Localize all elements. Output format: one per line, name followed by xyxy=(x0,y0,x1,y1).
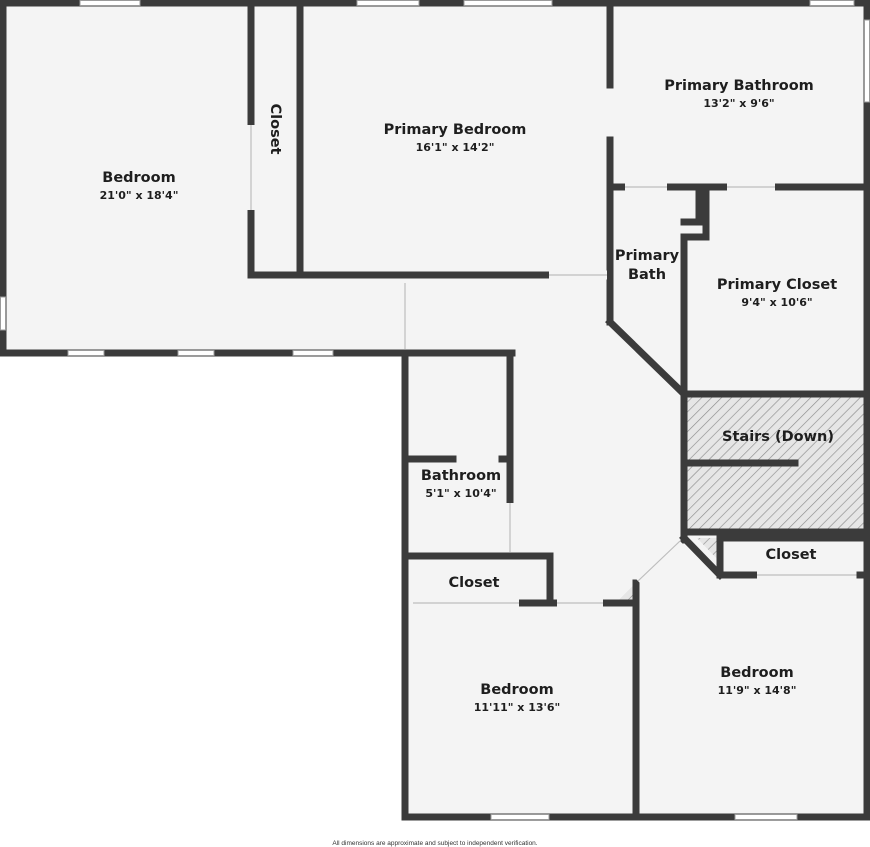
room-name-line1: Primary xyxy=(615,248,680,264)
disclaimer-text: All dimensions are approximate and subje… xyxy=(332,840,537,847)
room-dimensions: 21'0" x 18'4" xyxy=(100,189,179,202)
room-name-line2: Bath xyxy=(628,267,666,283)
room-primary-bath: Primary Bath xyxy=(615,248,680,283)
room-name: Closet xyxy=(766,547,817,563)
room-name: Bedroom xyxy=(720,665,793,681)
room-name: Closet xyxy=(449,575,500,591)
room-bedroom-bottom-center: Bedroom 11'11" x 13'6" xyxy=(474,682,561,714)
room-dimensions: 9'4" x 10'6" xyxy=(741,296,812,309)
room-primary-bedroom: Primary Bedroom 16'1" x 14'2" xyxy=(384,122,527,154)
room-closet-hall: Closet xyxy=(449,575,500,591)
room-closet-left: Closet xyxy=(267,104,283,155)
room-dimensions: 11'9" x 14'8" xyxy=(718,684,797,697)
room-dimensions: 13'2" x 9'6" xyxy=(703,97,774,110)
room-closet-right: Closet xyxy=(766,547,817,563)
stair-landing-triangle xyxy=(697,538,720,562)
windows xyxy=(0,0,870,820)
room-dimensions: 5'1" x 10'4" xyxy=(425,487,496,500)
room-dimensions: 16'1" x 14'2" xyxy=(416,141,495,154)
door-openings xyxy=(246,125,870,608)
floor-fills xyxy=(3,3,867,817)
room-name: Primary Bedroom xyxy=(384,122,527,138)
stair-corner-triangle xyxy=(616,583,636,603)
room-primary-closet: Primary Closet 9'4" x 10'6" xyxy=(717,277,837,309)
room-name: Stairs (Down) xyxy=(722,429,834,445)
room-primary-bathroom: Primary Bathroom 13'2" x 9'6" xyxy=(664,78,814,110)
room-name: Primary Closet xyxy=(717,277,837,293)
room-bathroom: Bathroom 5'1" x 10'4" xyxy=(421,468,501,500)
room-name: Bathroom xyxy=(421,468,501,484)
room-name: Bedroom xyxy=(102,170,175,186)
room-name: Bedroom xyxy=(480,682,553,698)
room-name: Primary Bathroom xyxy=(664,78,814,94)
room-bedroom-left: Bedroom 21'0" x 18'4" xyxy=(100,170,179,202)
room-stairs: Stairs (Down) xyxy=(722,429,834,445)
room-dimensions: 11'11" x 13'6" xyxy=(474,701,561,714)
room-bedroom-bottom-right: Bedroom 11'9" x 14'8" xyxy=(718,665,797,697)
room-name: Closet xyxy=(267,104,283,155)
